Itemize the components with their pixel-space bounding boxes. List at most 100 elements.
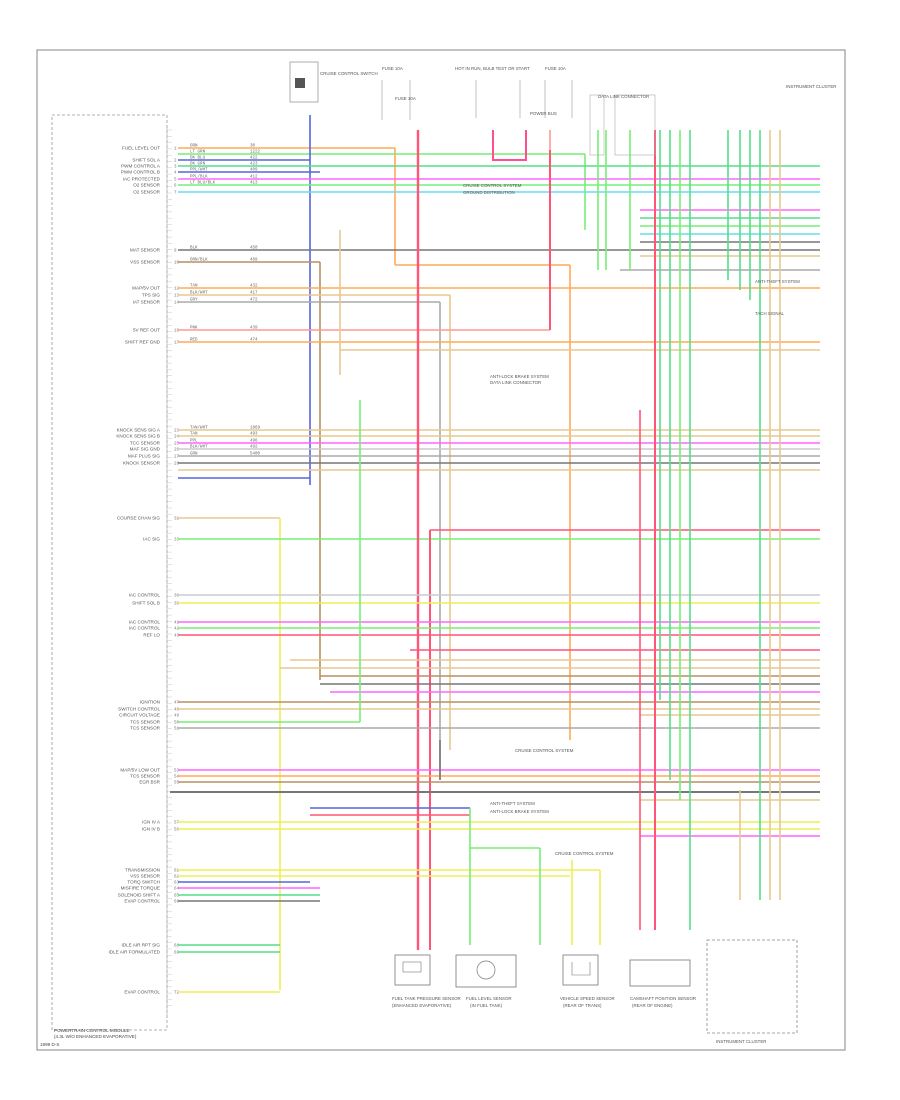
pin-number: 68: [174, 945, 180, 949]
pcm-caption: POWERTRAIN CONTROL MODULE: [54, 1028, 130, 1033]
wire-label: TAN: [190, 433, 198, 437]
ground-dist-label: GROUND DISTRIBUTION: [463, 190, 515, 195]
pin-number: 33: [174, 539, 180, 543]
wire-label: DK BLU: [190, 157, 206, 161]
pin-label: PWM CONTROL A: [121, 164, 161, 169]
wire-label: TAN/WHT: [190, 426, 208, 431]
pin-number: 9: [174, 250, 177, 254]
pin-number: 43: [174, 635, 180, 639]
wire-label: GRN: [190, 453, 198, 457]
c2-sub: (IN FUEL TANK): [470, 1003, 503, 1008]
fuel-level-sensor: FUEL LEVEL SENSOR (IN FUEL TANK): [455, 954, 517, 1008]
camshaft-position-sensor: CAMSHAFT POSITION SENSOR (REAR OF ENGINE…: [629, 959, 696, 1008]
anti-theft-label-2: ANTI-THEFT SYSTEM: [490, 801, 535, 806]
pin-label: MISFIRE TORQUE: [121, 886, 160, 891]
instr-cluster-top: INSTRUMENT CLUSTER: [786, 84, 836, 89]
cruise-control-switch: CRUISE CONTROL SWITCH: [289, 61, 378, 103]
cruise-module-label-2: CRUISE CONTROL SYSTEM: [555, 851, 614, 856]
wire-label: LT GRN: [190, 151, 206, 155]
wire-label: 472: [250, 299, 258, 303]
pin-label: IGNITION: [140, 700, 160, 705]
pin-number: 24: [174, 436, 180, 440]
wire-label: 474: [250, 339, 258, 343]
pin-label: TCS SENSOR: [130, 726, 161, 731]
pin-label: TRANSMISSION: [125, 868, 160, 873]
pin-number: 25: [174, 443, 180, 447]
pin-label: EVAP CONTROL: [124, 899, 160, 904]
diagram-border: [36, 49, 846, 1051]
fuse-right: FUSE 10A POWER BUS: [530, 66, 573, 118]
wire-label: TAN: [190, 285, 198, 289]
wire-label: BLK/WHT: [190, 445, 208, 450]
cruise-2-label: CRUISE CONTROL SYSTEM: [515, 748, 574, 753]
pin-number: 28: [174, 463, 180, 467]
pin-number: 57: [174, 822, 180, 826]
pin-number: 10: [174, 262, 180, 266]
pin-number: 51: [174, 728, 180, 732]
pin-number: 63: [174, 882, 180, 886]
pin-label: SHIFT SOL B: [132, 601, 160, 606]
pin-number: 69: [174, 952, 180, 956]
pin-number: 66: [174, 901, 180, 905]
wire-label: 412: [250, 176, 258, 180]
pin-label: TORQ SWITCH: [127, 880, 160, 885]
pin-number: 65: [174, 895, 180, 899]
fuse-mid: HOT IN RUN, BULB TEST OR START: [455, 66, 530, 161]
pin-number: 50: [174, 722, 180, 726]
pin-label: KNOCK SENSOR: [123, 461, 161, 466]
fuse-left-label-2: FUSE 10A: [395, 96, 416, 101]
pin-number: 62: [174, 876, 180, 880]
wire-label: 30: [250, 145, 256, 149]
wire-label: 413: [250, 182, 258, 186]
wire-label: 1869: [250, 427, 261, 431]
c5-label: INSTRUMENT CLUSTER: [716, 1039, 766, 1044]
pin-label: MAP/5V LOW OUT: [120, 768, 160, 773]
pin-label: IGN IV B: [142, 827, 160, 832]
splice-label: POWER BUS: [530, 111, 557, 116]
instr-cluster-label: INSTRUMENT CLUSTER: [786, 84, 836, 89]
wire-label: 496: [250, 440, 258, 444]
pin-number: 2: [174, 160, 177, 164]
pin-number: 47: [174, 702, 180, 706]
wire-label: 1222: [250, 151, 261, 155]
pin-label: EGR BSR: [139, 780, 160, 785]
pin-label: CIRCUIT VOLTAGE: [119, 713, 160, 718]
pin-number: 5: [174, 179, 177, 183]
fuse-mid-label: HOT IN RUN, BULB TEST OR START: [455, 66, 530, 71]
wire-label: PPL: [190, 440, 198, 444]
pin-label: KNOCK SENS SIG B: [116, 434, 160, 439]
pin-label: COURSE CHAN SIG: [117, 516, 161, 521]
pin-label: FUEL LEVEL OUT: [122, 146, 160, 151]
wire-label: 417: [250, 292, 258, 296]
pin-label: TCS SENSOR: [130, 720, 161, 725]
pin-label: TPS SIG: [142, 293, 161, 298]
pin-number: 53: [174, 770, 180, 774]
fuse-right-label: FUSE 10A: [545, 66, 566, 71]
pin-number: 72: [174, 992, 180, 996]
pin-label: IAC PROTECTED: [123, 177, 161, 182]
wire-label: DK GRN: [190, 163, 206, 167]
pin-number: 4: [174, 172, 177, 176]
pin-label: REF LO: [143, 633, 160, 638]
pin-number: 26: [174, 449, 180, 453]
c1-sub: (ENHANCED EVAPORATIVE): [392, 1003, 452, 1008]
fuse-left-label: FUSE 10A: [382, 66, 403, 71]
footer-code: 1999 D-S: [40, 1042, 59, 1047]
pin-label: IAC CONTROL: [129, 593, 161, 598]
anti-lock-label-2: ANTI-LOCK BRAKE SYSTEM: [490, 809, 549, 814]
pin-number: 55: [174, 782, 180, 786]
pin-label: KNOCK SENS SIG A: [117, 428, 161, 433]
wire-label: 432: [250, 285, 258, 289]
pin-number: 41: [174, 622, 180, 626]
pin-number: 48: [174, 709, 180, 713]
pcm-subcaption: (4.3L W/O ENHANCED EVAPORATIVE): [54, 1034, 137, 1039]
pin-number: 23: [174, 430, 180, 434]
c3-sub: (REAR OF TRANS): [563, 1003, 602, 1008]
cruise-module-label: CRUISE CONTROL SYSTEM: [463, 183, 522, 188]
wire-label: PPL/WHT: [190, 168, 208, 173]
wire-label: 450: [250, 247, 258, 251]
pin-label: MAT SENSOR: [130, 248, 161, 253]
pin-number: 64: [174, 888, 180, 892]
